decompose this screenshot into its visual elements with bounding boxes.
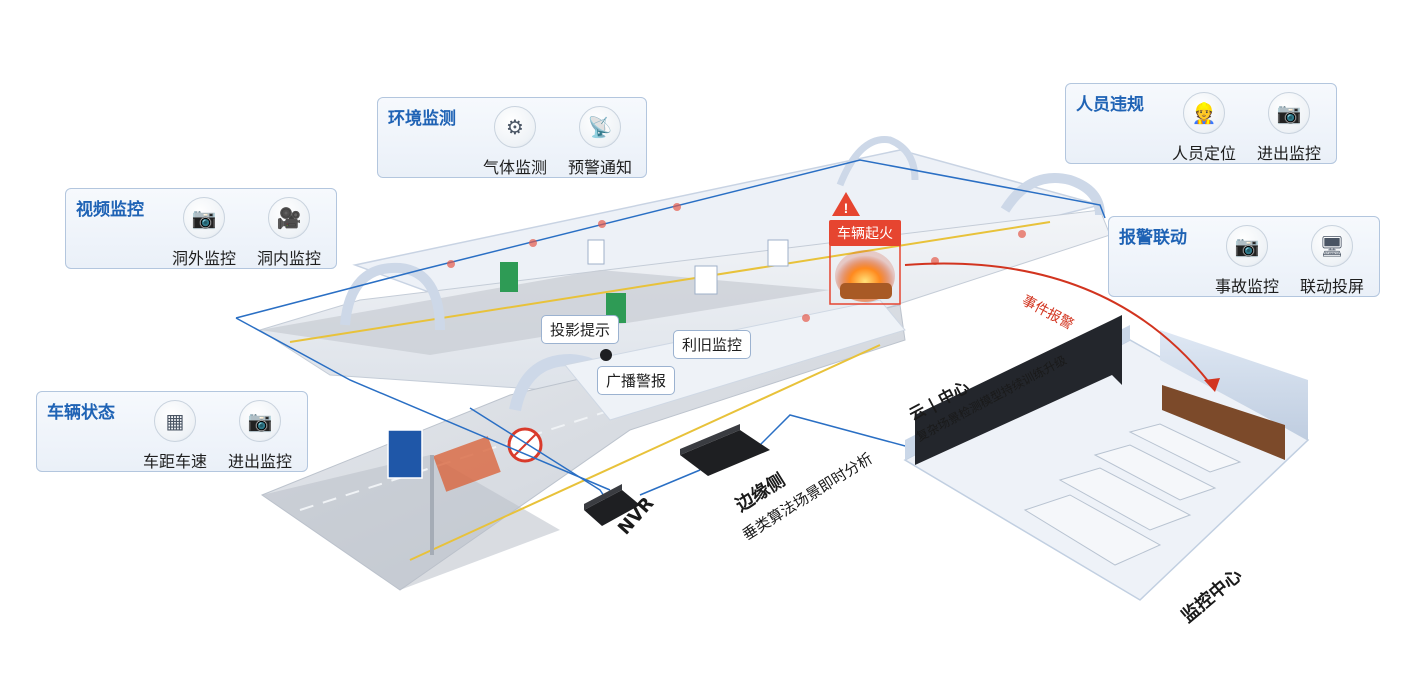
sensor-dot bbox=[447, 260, 455, 268]
video-wall bbox=[1162, 385, 1285, 460]
sensor-dot bbox=[598, 220, 606, 228]
sign-board bbox=[387, 429, 423, 479]
warning-notice-item: 📡 预警通知 bbox=[558, 106, 642, 178]
server-racks bbox=[915, 315, 1122, 465]
guide-signs bbox=[500, 239, 789, 323]
outside-monitor-item: 📷 洞外监控 bbox=[162, 197, 246, 269]
road-text-marking bbox=[433, 436, 501, 492]
personnel-violation-card: 人员违规 👷 人员定位 📷 进出监控 bbox=[1065, 83, 1337, 164]
gas-sensor-icon: ⚙ bbox=[494, 106, 536, 148]
personnel-location-item: 👷 人员定位 bbox=[1162, 92, 1246, 164]
card-item-label: 进出监控 bbox=[227, 452, 292, 471]
upper-portal-right bbox=[1000, 173, 1105, 216]
inside-monitor-item: 🎥 洞内监控 bbox=[247, 197, 331, 269]
upper-portal-left bbox=[340, 262, 445, 331]
event-alarm-arrowhead bbox=[1204, 378, 1220, 392]
sensor-dot bbox=[1018, 230, 1026, 238]
event-alarm-arrow bbox=[904, 262, 1216, 391]
distance-speed-item: ▦ 车距车速 bbox=[133, 400, 217, 472]
card-item-label: 进出监控 bbox=[1256, 144, 1321, 163]
vehicle-fire-tag: 车辆起火 bbox=[829, 220, 901, 246]
edge-device bbox=[680, 430, 770, 476]
card-item-label: 事故监控 bbox=[1214, 277, 1279, 296]
card-item-label: 车距车速 bbox=[142, 452, 207, 471]
console-row-4 bbox=[1128, 423, 1242, 473]
accident-monitor-item: 📷 事故监控 bbox=[1205, 225, 1289, 297]
upper-road-surface bbox=[260, 270, 830, 355]
ptz-camera-icon: 🎥 bbox=[268, 197, 310, 239]
bullet-camera-icon: 📷 bbox=[183, 197, 225, 239]
legacy-monitor-label: 利旧监控 bbox=[673, 330, 752, 359]
upper-tunnel bbox=[258, 136, 1111, 396]
card-item-label: 人员定位 bbox=[1171, 144, 1236, 163]
bullet-camera-icon: 📷 bbox=[1226, 225, 1268, 267]
burning-car: ! bbox=[829, 192, 901, 305]
projection-hint-label: 投影提示 bbox=[541, 315, 620, 344]
gas-monitor-item: ⚙ 气体监测 bbox=[473, 106, 557, 178]
warning-triangle-icon bbox=[832, 192, 860, 216]
direction-sign-1 bbox=[694, 265, 718, 295]
alarm-linkage-card: 报警联动 📷 事故监控 🖥 联动投屏 bbox=[1108, 216, 1380, 297]
direction-sign-3 bbox=[587, 239, 605, 265]
bullet-camera-icon: 📷 bbox=[1268, 92, 1310, 134]
card-item-label: 预警通知 bbox=[567, 158, 632, 177]
guide-sign-1 bbox=[500, 262, 518, 292]
entry-exit-monitor-item: 📷 进出监控 bbox=[218, 400, 302, 472]
vehicle-status-card: 车辆状态 ▦ 车距车速 📷 进出监控 bbox=[36, 391, 308, 472]
road-markings bbox=[433, 427, 543, 492]
screen-projection-icon: 🖥 bbox=[1311, 225, 1353, 267]
linked-projection-item: 🖥 联动投屏 bbox=[1290, 225, 1374, 297]
card-item-label: 气体监测 bbox=[482, 158, 547, 177]
direction-sign-2 bbox=[767, 239, 789, 267]
lower-edge-marking bbox=[409, 344, 881, 561]
lower-road-shoulder bbox=[262, 455, 560, 590]
card-title: 车辆状态 bbox=[47, 403, 115, 423]
worker-icon: 👷 bbox=[1183, 92, 1225, 134]
card-title: 环境监测 bbox=[388, 109, 456, 129]
card-item-label: 洞外监控 bbox=[171, 249, 236, 268]
env-monitor-card: 环境监测 ⚙ 气体监测 📡 预警通知 bbox=[377, 97, 647, 178]
card-item-label: 洞内监控 bbox=[256, 249, 321, 268]
projector-device bbox=[600, 349, 612, 361]
radar-sensor-icon: ▦ bbox=[154, 400, 196, 442]
no-overtaking-slash bbox=[513, 433, 537, 457]
card-item-label: 联动投屏 bbox=[1299, 277, 1364, 296]
upper-cable bbox=[235, 159, 1106, 319]
sensor-dot bbox=[529, 239, 537, 247]
car-body bbox=[840, 283, 892, 299]
console-row-1 bbox=[1023, 494, 1162, 566]
card-title: 报警联动 bbox=[1119, 228, 1187, 248]
sensor-dot bbox=[673, 203, 681, 211]
nvr-device bbox=[584, 490, 640, 526]
sensor-dot bbox=[802, 314, 810, 322]
video-monitor-card: 视频监控 📷 洞外监控 🎥 洞内监控 bbox=[65, 188, 337, 269]
edge-to-cloud-cable bbox=[759, 414, 921, 451]
bullet-camera-icon: 📷 bbox=[239, 400, 281, 442]
console-row-2 bbox=[1058, 467, 1192, 531]
devices bbox=[584, 349, 770, 526]
card-title: 人员违规 bbox=[1076, 95, 1144, 115]
personnel-entry-exit-item: 📷 进出监控 bbox=[1247, 92, 1331, 164]
console-row-3 bbox=[1093, 444, 1217, 501]
control-room bbox=[903, 315, 1310, 601]
left-cable bbox=[235, 317, 611, 491]
broadcast-alarm-label: 广播警报 bbox=[597, 366, 676, 395]
card-title: 视频监控 bbox=[76, 200, 144, 220]
warning-exclamation: ! bbox=[844, 200, 849, 216]
edge-device-top bbox=[680, 424, 740, 455]
room-right-wall bbox=[1160, 330, 1308, 440]
upper-lane-marking bbox=[289, 221, 1051, 343]
nvr-device-top bbox=[584, 484, 622, 510]
edge-cable bbox=[639, 469, 701, 496]
road-sign bbox=[387, 429, 434, 555]
alarm-device-icon: 📡 bbox=[579, 106, 621, 148]
